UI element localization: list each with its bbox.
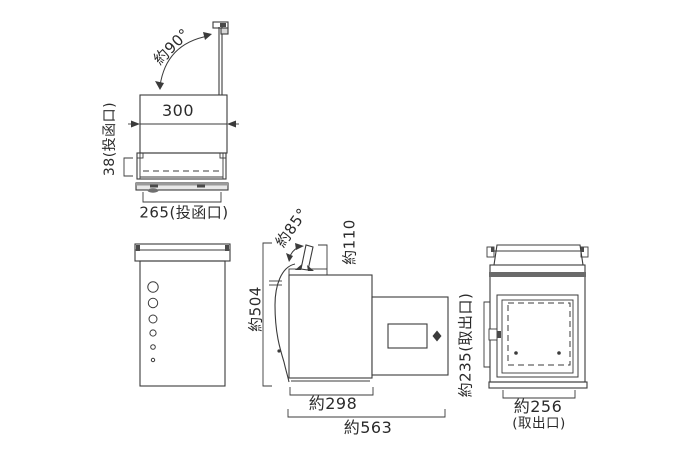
door-window	[387, 323, 428, 349]
hinge-arrowhead	[295, 264, 302, 270]
dim-body-depth-298-label: 約298	[308, 394, 358, 413]
body-outline	[288, 274, 373, 379]
dim-bracket-504	[262, 242, 272, 387]
dim-bracket-38	[123, 157, 133, 177]
dim-width-300-label: 300	[161, 101, 195, 120]
lid-corner-hook	[581, 247, 584, 252]
lid-outline	[134, 243, 231, 262]
dim-door-height-235-label: 約235(取出口)	[456, 292, 475, 398]
lid-corner-hook	[225, 245, 229, 251]
arc-arrowhead	[155, 81, 164, 90]
lid-corner-hook	[136, 245, 140, 251]
door-latch-mark	[497, 331, 501, 338]
rear-view	[483, 244, 589, 399]
lid-handle-base	[220, 27, 229, 35]
dim-height-504-label: 約504	[246, 286, 265, 332]
dim-arrowhead	[227, 120, 236, 128]
dim-bracket-110	[318, 244, 328, 269]
vent-hole	[149, 329, 157, 337]
vent-hole	[150, 357, 156, 363]
hinge-arrowhead	[307, 265, 314, 271]
dim-bracket-235	[483, 301, 490, 368]
door-screw	[557, 351, 561, 355]
dim-slot-width-265-label: 265(投函口)	[139, 203, 229, 222]
body-outline	[139, 260, 226, 387]
dim-bracket-563	[287, 409, 446, 418]
lid-corner-hook	[491, 247, 494, 252]
band-corner-notch	[136, 152, 144, 159]
dim-door-width-note-label: (取出口)	[512, 415, 566, 432]
base-clip	[150, 184, 158, 188]
vent-hole	[148, 314, 158, 324]
side-view	[262, 242, 449, 418]
base-plate	[488, 381, 588, 389]
vent-hole	[150, 344, 156, 350]
front-view	[134, 243, 231, 387]
lid-handle-knob	[220, 23, 226, 27]
arc-arrowhead	[295, 243, 304, 250]
lid-swing-arc	[159, 35, 209, 87]
dim-bracket-265	[142, 192, 222, 203]
vent-holes	[147, 281, 159, 363]
dim-lid-length-110-label: 約110	[340, 219, 359, 265]
door-frame-inner	[501, 299, 574, 374]
door-latch	[488, 328, 498, 341]
open-lid	[300, 244, 314, 271]
front-stud	[277, 349, 281, 353]
base-foot	[147, 188, 159, 193]
lid-outline	[493, 244, 584, 266]
takeout-opening-dashed	[507, 302, 571, 366]
band-corner-notch	[219, 152, 227, 159]
lid-shadow-band	[489, 272, 586, 277]
base-clip	[197, 184, 205, 188]
dim-door-width-256-label: 約256	[513, 397, 563, 416]
arc-arrowhead	[203, 32, 212, 40]
vent-hole	[147, 281, 159, 293]
arc-arrowhead	[286, 253, 293, 262]
door-screw	[514, 351, 518, 355]
dim-bracket-256	[502, 390, 576, 399]
dim-arrowhead	[131, 120, 140, 128]
body-outline	[489, 264, 586, 383]
vent-hole	[147, 297, 159, 309]
base-plate-edge	[136, 183, 228, 186]
dim-total-depth-563-label: 約563	[343, 418, 393, 437]
dim-slot-height-38-label: 38(投函口)	[102, 101, 118, 177]
dim-bracket-298	[289, 387, 374, 396]
slot-band-outline	[136, 152, 227, 180]
curved-front-face	[274, 263, 296, 383]
slot-detail-view	[123, 21, 239, 203]
door-knob-diamond	[432, 330, 442, 342]
